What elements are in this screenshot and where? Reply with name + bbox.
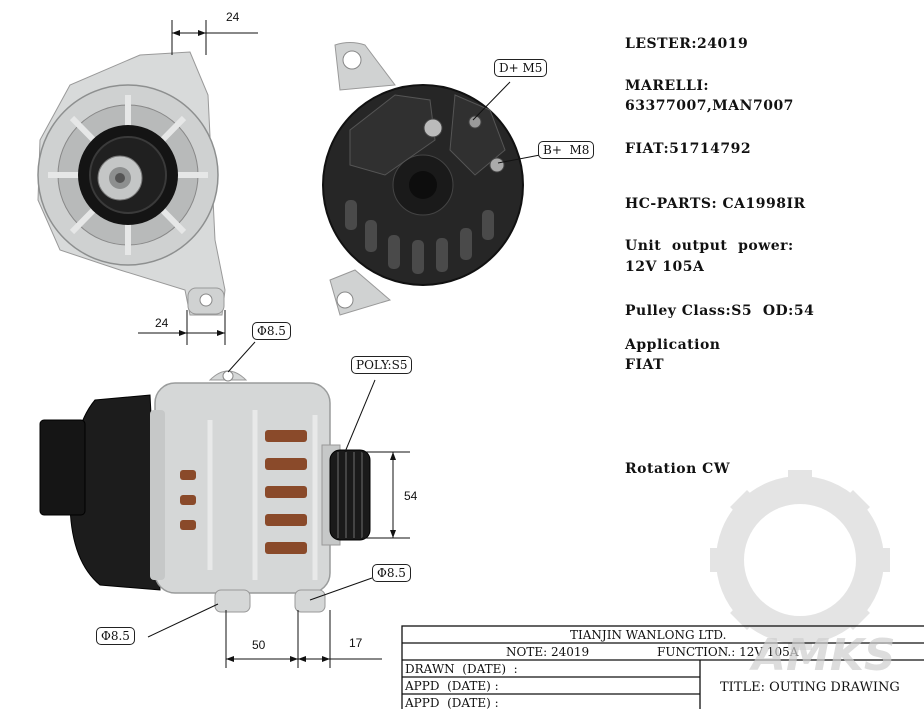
callout-phi-top: Φ8.5 [252, 322, 291, 340]
callout-phi-right: Φ8.5 [372, 564, 411, 582]
spec-hc-parts: HC-PARTS: CA1998IR [625, 196, 806, 212]
tb-function: FUNCTION.: 12V 105A [657, 645, 799, 659]
callout-phi-left: Φ8.5 [96, 627, 135, 645]
tb-title: TITLE: OUTING DRAWING [720, 680, 900, 695]
front-view-alternator [37, 51, 226, 316]
tb-note: NOTE: 24019 [506, 645, 590, 659]
dim-50: 50 [252, 638, 266, 652]
dim-top-24: 24 [226, 10, 240, 24]
rear-view-alternator [322, 42, 524, 316]
spec-fiat: FIAT:51714792 [625, 141, 752, 157]
spec-application-value: FIAT [625, 357, 665, 373]
arrowheads [172, 30, 396, 662]
tb-appd-1: APPD (DATE) : [405, 679, 499, 693]
dim-17: 17 [349, 636, 363, 650]
spec-lester: LESTER:24019 [625, 36, 749, 52]
dim-od-54: 54 [404, 489, 418, 503]
spec-pulley: Pulley Class:S5 OD:54 [625, 303, 815, 319]
tb-drawn: DRAWN (DATE) : [405, 662, 518, 676]
spec-unit-output-value: 12V 105A [625, 259, 705, 275]
spec-unit-output-label: Unit output power: [625, 238, 794, 254]
callout-b-plus: B+ M8 [538, 141, 595, 159]
callout-poly: POLY:S5 [351, 356, 413, 374]
spec-rotation: Rotation CW [625, 461, 731, 477]
spec-application-label: Application [625, 337, 721, 353]
spec-marelli-values: 63377007,MAN7007 [625, 98, 794, 114]
callout-d-plus: D+ M5 [494, 59, 548, 77]
watermark-text: AMKS [752, 630, 896, 681]
side-view-alternator [39, 370, 371, 613]
title-block-grid [401, 625, 924, 709]
tb-company: TIANJIN WANLONG LTD. [570, 628, 727, 642]
spec-marelli-label: MARELLI: [625, 78, 710, 94]
tb-appd-2: APPD (DATE) : [405, 696, 499, 710]
watermark-gear-icon [710, 470, 890, 650]
dim-mid-24: 24 [155, 316, 169, 330]
